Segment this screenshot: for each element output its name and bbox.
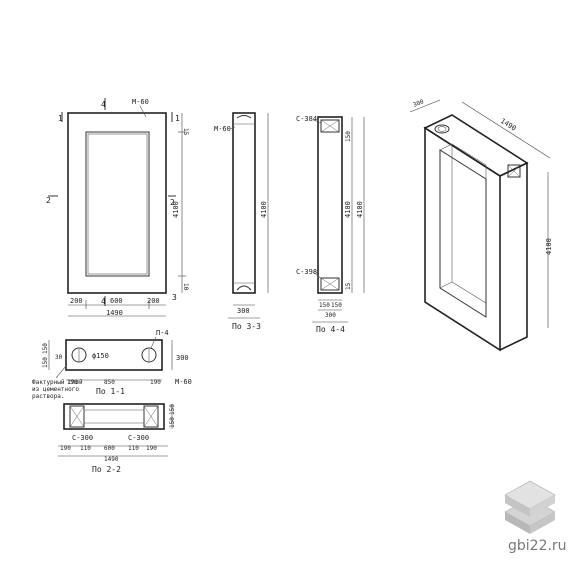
plan22-dim-total: 1490 xyxy=(104,456,119,463)
plan11-diameter: ϕ150 xyxy=(92,352,109,360)
section-mark-4b: 4 xyxy=(101,297,106,306)
plan11-loop-label: М-60 xyxy=(175,378,192,386)
plan22-label-left: С-300 xyxy=(72,434,93,442)
section-mark-2: 2 xyxy=(46,196,51,205)
plan22-dim-v1: 150 xyxy=(169,404,176,415)
iso-dim-top: 300 xyxy=(412,98,425,109)
section-3-3: М-60 4100 300 По 3-3 xyxy=(214,112,269,331)
section-mark-3: 3 xyxy=(172,293,177,302)
plan11-dim-mid: 850 xyxy=(104,379,115,386)
plan-2-2: 150 150 С-300 С-300 190 110 600 110 190 … xyxy=(58,403,176,474)
sec33-caption: По 3-3 xyxy=(232,322,261,331)
plan22-caption: По 2-2 xyxy=(92,465,121,474)
brand-logo xyxy=(504,480,556,534)
plan22-dim-v2: 150 xyxy=(169,417,176,428)
front-view: 1 1 2 2 4 4 3 М-60 15 4100 10 200 600 20… xyxy=(46,98,189,317)
iso-dim-length: 1490 xyxy=(499,117,518,133)
sec33-loop-label: М-60 xyxy=(214,125,231,133)
plan22-dim-d: 110 xyxy=(128,445,139,452)
sec44-dim-b: 15 xyxy=(345,282,352,290)
front-dim-top: 15 xyxy=(182,128,189,136)
sec44-dim-w2: 150 xyxy=(331,302,342,309)
plan22-dim-e: 190 xyxy=(146,445,157,452)
plan11-dim-30: 30 xyxy=(55,354,63,361)
sec33-dim-width: 300 xyxy=(237,307,250,315)
front-loop-label: М-60 xyxy=(132,98,149,106)
front-dim-height: 4100 xyxy=(172,201,180,218)
plan22-dim-b: 110 xyxy=(80,445,91,452)
plan11-dim-width: 300 xyxy=(176,354,189,362)
sec44-bot-label: С-398 xyxy=(296,268,317,276)
plan11-p-label: П-4 xyxy=(156,329,169,337)
isometric-view: 300 1490 4100 xyxy=(409,98,553,352)
section-mark-4: 4 xyxy=(101,100,106,109)
section-4-4: С-384 С-398 150 4100 4100 15 150 150 300… xyxy=(296,115,365,334)
plan22-label-right: С-300 xyxy=(128,434,149,442)
sec44-top-label: С-384 xyxy=(296,115,317,123)
sec44-dim-h2: 4100 xyxy=(356,201,364,218)
sec33-dim-height: 4100 xyxy=(260,201,268,218)
section-mark-2r: 2 xyxy=(170,198,175,207)
plan11-caption: По 1-1 xyxy=(96,387,125,396)
plan11-dim-left: 190 xyxy=(67,379,78,386)
plan-1-1: ϕ150 П-4 30 150 150 300 190 850 190 М-60… xyxy=(32,329,192,400)
iso-dim-height: 4100 xyxy=(545,238,553,255)
front-dim-total: 1490 xyxy=(106,309,123,317)
brand-site: gbi22.ru xyxy=(508,538,567,554)
plan11-note-1: Фактурный слой xyxy=(32,379,83,386)
front-dim-200-left: 200 xyxy=(70,297,83,305)
plan22-dim-a: 190 xyxy=(60,445,71,452)
front-dim-bot: 10 xyxy=(182,283,189,291)
plan11-note-2: из цементного xyxy=(32,386,79,393)
plan11-dim-v1: 150 xyxy=(42,343,49,354)
plan22-dim-c: 600 xyxy=(104,445,115,452)
sec44-dim-w1: 150 xyxy=(319,302,330,309)
plan11-note-3: раствора. xyxy=(32,393,65,400)
plan11-dim-v2: 150 xyxy=(42,357,49,368)
section-mark-1r: 1 xyxy=(175,114,180,123)
section-mark-1: 1 xyxy=(58,114,63,123)
sec44-dim-total: 300 xyxy=(325,312,336,319)
plan11-dim-right: 190 xyxy=(150,379,161,386)
front-dim-200-right: 200 xyxy=(147,297,160,305)
sec44-dim-h1: 4100 xyxy=(344,201,352,218)
sec44-caption: По 4-4 xyxy=(316,325,345,334)
front-dim-600: 600 xyxy=(110,297,123,305)
sec44-dim-a: 150 xyxy=(345,131,352,142)
